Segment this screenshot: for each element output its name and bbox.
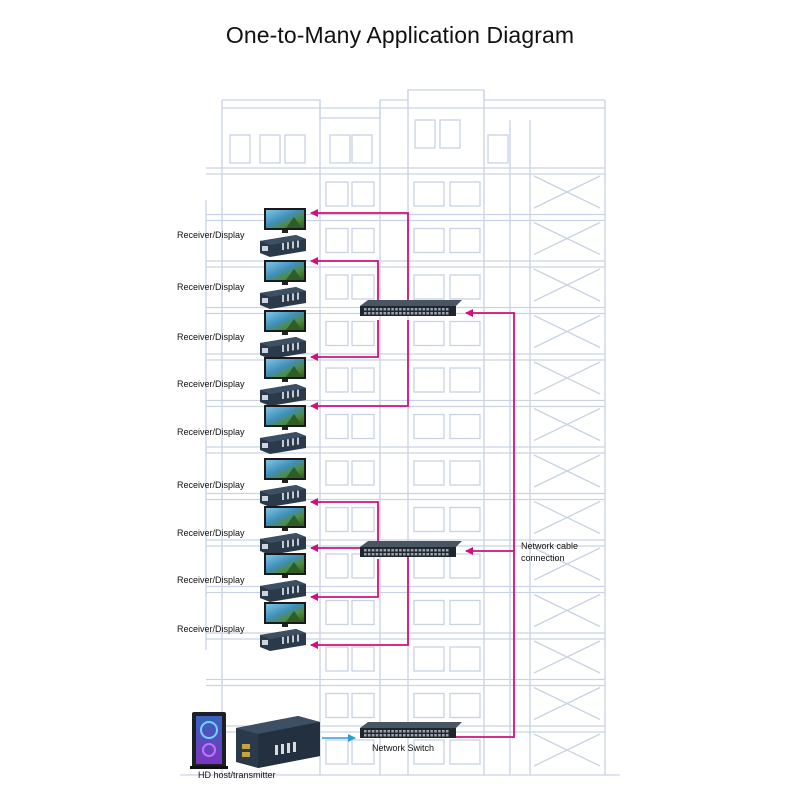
receiver-unit: Receiver/Display xyxy=(177,602,306,651)
receiver-label: Receiver/Display xyxy=(177,379,245,389)
receiver-label: Receiver/Display xyxy=(177,528,245,538)
receiver-label: Receiver/Display xyxy=(177,282,245,292)
receiver-device-icon xyxy=(260,533,306,555)
receiver-device-icon xyxy=(260,629,306,651)
display-monitor-icon xyxy=(264,208,306,233)
display-monitor-icon xyxy=(264,602,306,627)
receiver-device-icon xyxy=(260,485,306,507)
transmitter-device-icon xyxy=(236,716,320,768)
receiver-device-icon xyxy=(260,287,306,309)
receiver-unit: Receiver/Display xyxy=(177,458,306,507)
network-cable-line xyxy=(310,257,379,305)
pc-tower-icon xyxy=(190,712,228,769)
network-cable-line xyxy=(310,498,379,543)
network-cable-line xyxy=(310,320,409,410)
host-transmitter-label: HD host/transmitter xyxy=(198,770,276,780)
receiver-device-icon xyxy=(260,432,306,454)
receiver-device-icon xyxy=(260,580,306,602)
display-monitor-icon xyxy=(264,506,306,531)
network-cable-label-line1: Network cable xyxy=(521,541,578,551)
receiver-label: Receiver/Display xyxy=(177,332,245,342)
display-monitor-icon xyxy=(264,357,306,382)
network-cable-line xyxy=(310,209,409,305)
network-cable-line xyxy=(455,547,515,738)
network-switch-label: Network Switch xyxy=(372,743,434,753)
network-cable-line xyxy=(310,559,379,601)
receiver-unit: Receiver/Display xyxy=(177,405,306,454)
receiver-unit: Receiver/Display xyxy=(177,553,306,602)
receiver-label: Receiver/Display xyxy=(177,427,245,437)
receiver-device-icon xyxy=(260,337,306,359)
display-monitor-icon xyxy=(264,458,306,483)
display-monitor-icon xyxy=(264,260,306,285)
receiver-label: Receiver/Display xyxy=(177,575,245,585)
receiver-label: Receiver/Display xyxy=(177,480,245,490)
receiver-unit: Receiver/Display xyxy=(177,357,306,406)
network-cable-line xyxy=(310,320,379,361)
display-monitor-icon xyxy=(264,553,306,578)
receiver-device-icon xyxy=(260,384,306,406)
display-monitor-icon xyxy=(264,405,306,430)
building-outline xyxy=(180,89,620,776)
diagram-title: One-to-Many Application Diagram xyxy=(225,22,575,48)
receiver-label: Receiver/Display xyxy=(177,624,245,634)
receiver-unit: Receiver/Display xyxy=(177,310,306,359)
network-cable-line xyxy=(310,559,409,649)
receiver-label: Receiver/Display xyxy=(177,230,245,240)
display-monitor-icon xyxy=(264,310,306,335)
receiver-unit: Receiver/Display xyxy=(177,208,306,257)
receiver-unit: Receiver/Display xyxy=(177,260,306,309)
switches xyxy=(360,300,462,738)
network-cable-line xyxy=(465,309,515,551)
receiver-device-icon xyxy=(260,235,306,257)
network-switch-middle xyxy=(360,541,462,557)
receiver-unit: Receiver/Display xyxy=(177,506,306,555)
network-switch-bottom xyxy=(360,722,462,738)
network-cable-label-line2: connection xyxy=(521,553,565,563)
network-switch-top xyxy=(360,300,462,316)
receiver-column: Receiver/DisplayReceiver/DisplayReceiver… xyxy=(177,208,306,651)
